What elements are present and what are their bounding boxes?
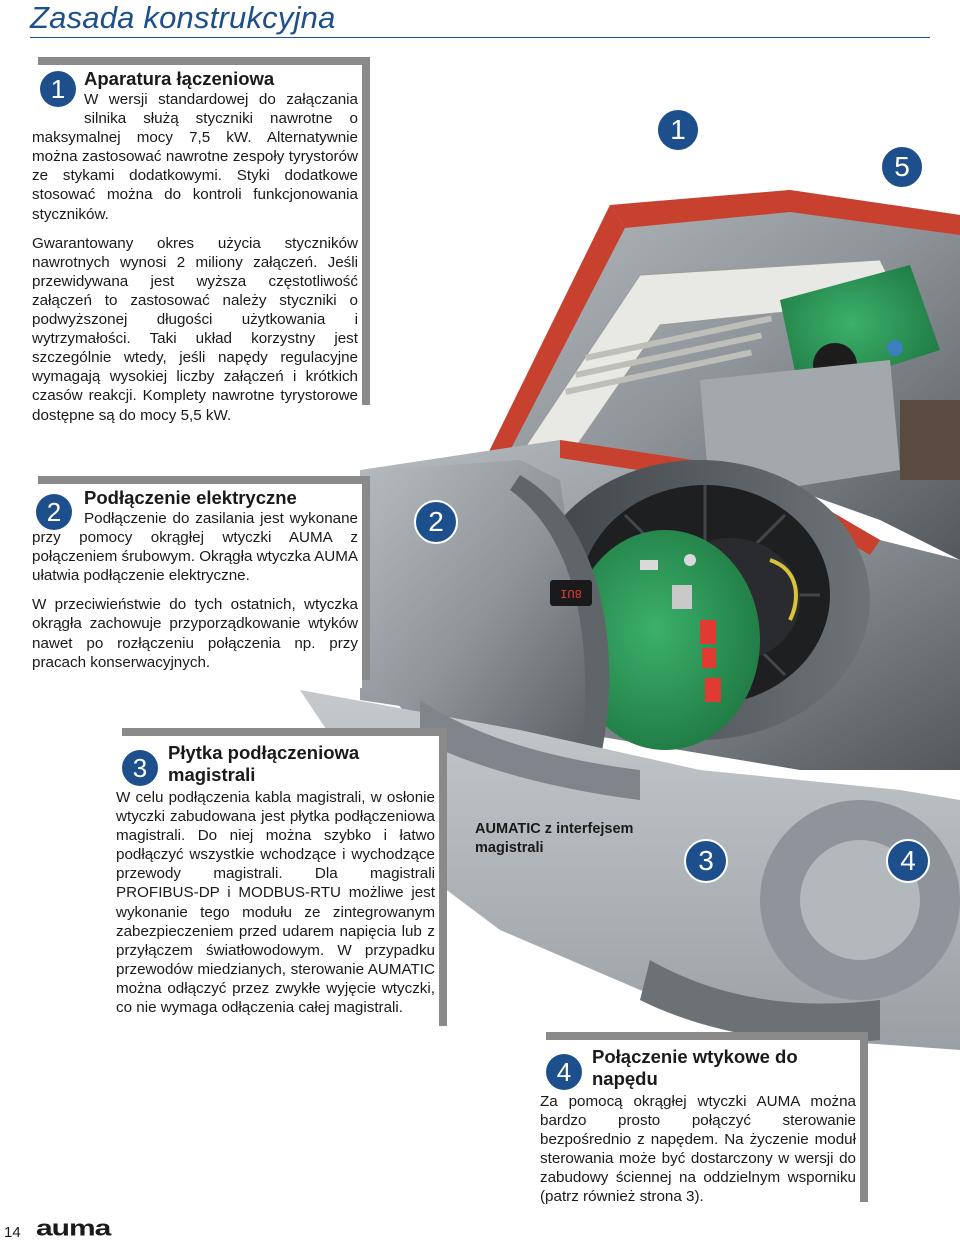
illustration-caption: AUMATIC z interfejsem magistrali [475,821,634,856]
actuator-base-housing [300,690,960,1050]
section-4-paragraph-1: Za pomocą okrągłej wtyczki AUMA można ba… [540,1093,856,1206]
section-4-heading: Połączenie wtykowe do napędu [592,1046,798,1089]
section-3-number: 3 [122,750,158,786]
section-1-paragraph-2: Gwarantowany okres użycia styczników naw… [32,234,358,424]
display-readout: 8UI [560,586,582,600]
auma-logo: auma [36,1216,111,1241]
section-3-box: 3 Płytka podłączeniowa magistrali W celu… [114,728,447,1034]
section-3-heading: Płytka podłączeniowa magistrali [168,742,360,785]
section-2-paragraph-1: Podłączenie do zasilania jest wykonane p… [32,510,358,585]
callout-4: 4 [886,839,930,883]
page-title: Zasada konstrukcyjna [30,0,336,35]
section-3-paragraph-1: W celu podłączenia kabla magistrali, w o… [116,789,435,1017]
section-2-number: 2 [36,494,72,530]
section-2-paragraph-2: W przeciwieństwie do tych ostatnich, wty… [32,596,358,671]
section-1-number: 1 [40,71,76,107]
section-2-box: 2 Podłączenie elektryczne Podłączenie do… [30,476,370,688]
section-4-number: 4 [546,1054,582,1090]
page-number: 14 [4,1224,21,1241]
section-1-paragraph-1: W wersji standardowej do załączania siln… [32,91,358,223]
bus-connection-board [570,530,760,750]
section-4-box: 4 Połączenie wtykowe do napędu Za pomocą… [538,1032,868,1210]
callout-5: 5 [880,145,924,189]
section-1-heading: Aparatura łączeniowa [84,68,275,89]
section-2-heading: Podłączenie elektryczne [84,487,297,508]
callout-1: 1 [656,108,700,152]
callout-2: 2 [414,500,458,544]
title-divider [30,37,930,38]
callout-3: 3 [684,839,728,883]
section-1-box: 1 Aparatura łączeniowa W wersji standard… [30,57,370,424]
